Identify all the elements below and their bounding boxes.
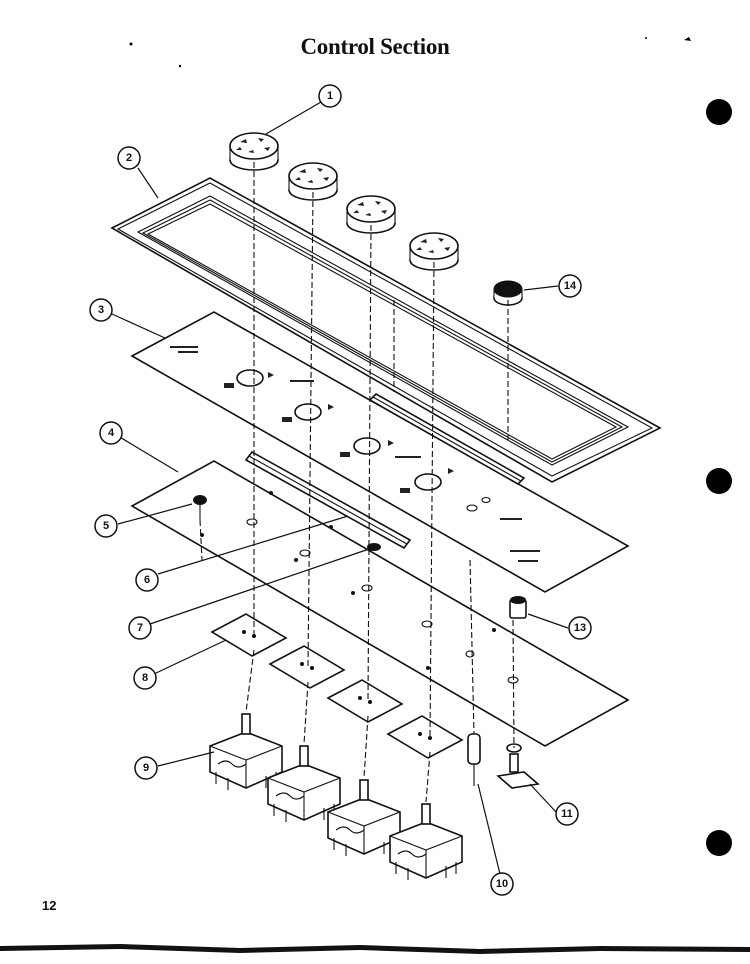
svg-text:3: 3 [98, 304, 104, 316]
svg-text:8: 8 [142, 672, 148, 684]
callout-8: 8 [133, 666, 157, 690]
overlay-panel [130, 311, 630, 593]
callout-7: 7 [128, 616, 152, 640]
callout-10: 10 [490, 872, 514, 896]
callout-13: 13 [568, 616, 592, 640]
callout-9: 9 [134, 756, 158, 780]
binder-hole-bottom [706, 830, 732, 856]
svg-text:1: 1 [327, 90, 333, 102]
svg-text:7: 7 [137, 622, 143, 634]
page-title: Control Section [300, 34, 450, 59]
callout-group: 1 2 3 4 5 6 7 8 9 10 11 13 14 [89, 84, 592, 896]
push-button [493, 280, 523, 306]
screw [193, 495, 207, 520]
callout-5: 5 [94, 514, 118, 538]
callout-6: 6 [135, 568, 159, 592]
trim-frame [110, 177, 662, 483]
control-knobs [229, 132, 459, 271]
svg-text:6: 6 [144, 574, 150, 586]
svg-text:13: 13 [574, 622, 586, 634]
binder-hole-middle [706, 468, 732, 494]
callout-4: 4 [99, 421, 123, 445]
svg-text:4: 4 [108, 427, 115, 439]
svg-text:5: 5 [103, 520, 109, 532]
svg-text:10: 10 [496, 878, 508, 890]
knob-3 [346, 195, 396, 234]
insulator-pads [210, 613, 464, 759]
indicator-lamp [467, 733, 481, 786]
hex-nut [509, 596, 527, 619]
svg-text:2: 2 [126, 152, 132, 164]
leader-lines [111, 101, 569, 875]
page-number: 12 [42, 898, 57, 913]
callout-2: 2 [117, 146, 141, 170]
svg-text:14: 14 [564, 280, 577, 292]
scan-edge [0, 944, 750, 964]
svg-text:9: 9 [143, 762, 149, 774]
callout-3: 3 [89, 298, 113, 322]
svg-text:11: 11 [561, 808, 573, 820]
knob-1 [229, 132, 279, 171]
callout-14: 14 [558, 274, 582, 298]
knob-4 [409, 232, 459, 271]
callout-11: 11 [555, 802, 579, 826]
assembly-lines [199, 162, 515, 803]
binder-hole-top [706, 99, 732, 125]
infinite-switches [209, 713, 463, 880]
lamp-bracket [496, 743, 540, 789]
callout-1: 1 [318, 84, 342, 108]
knob-2 [288, 162, 338, 201]
